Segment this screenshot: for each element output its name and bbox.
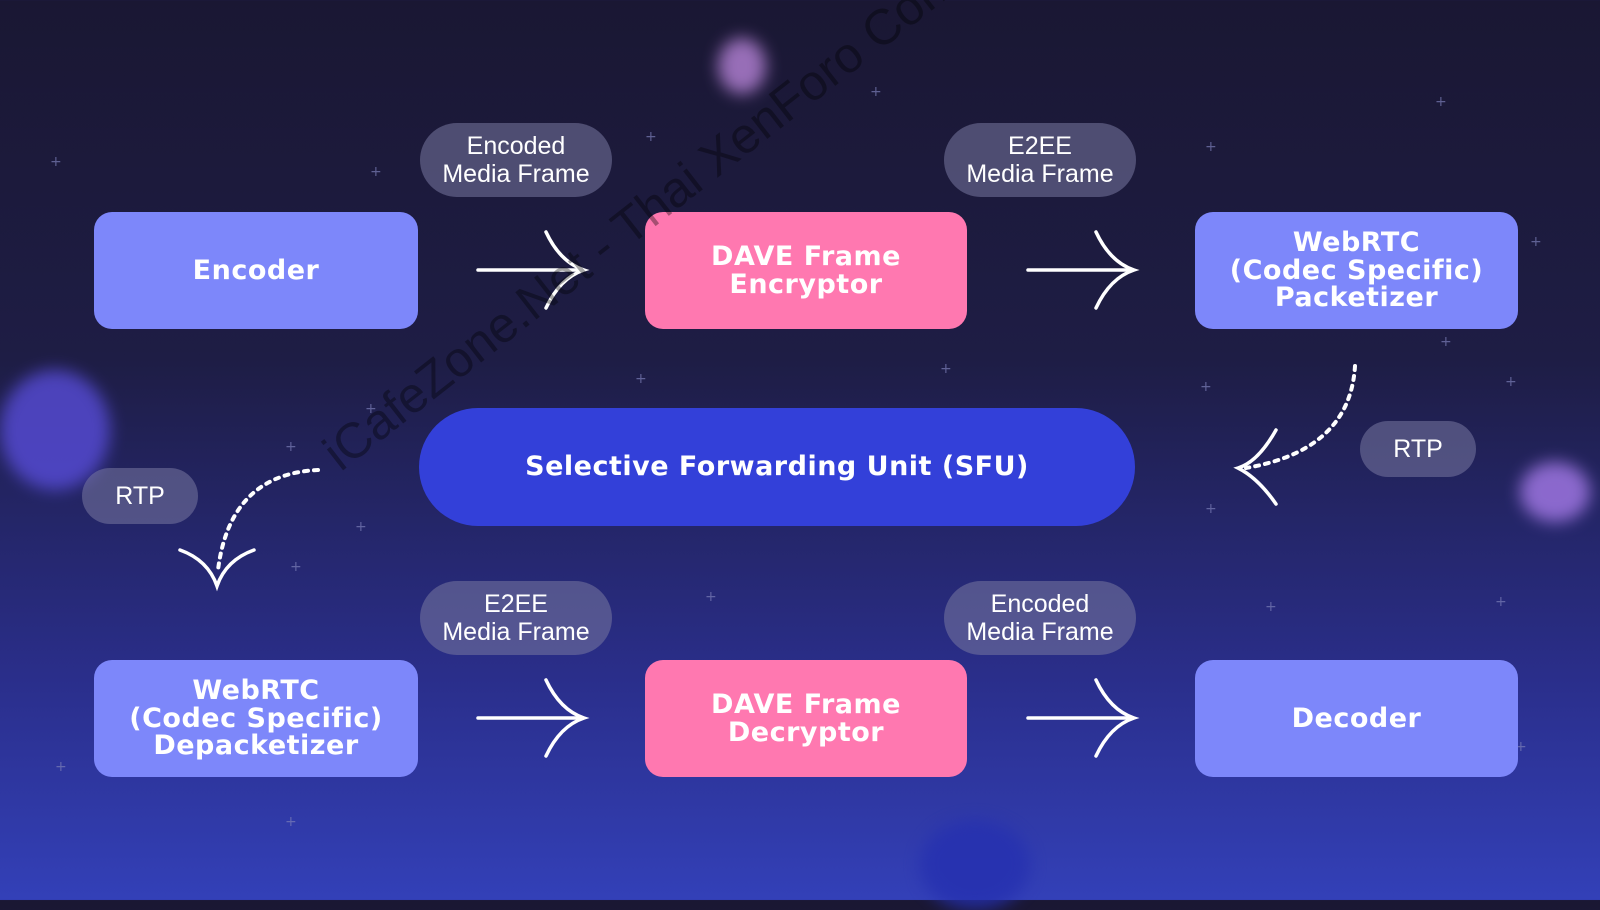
glow-orb-bottom <box>920 820 1030 910</box>
star-icon: + <box>1530 234 1542 250</box>
star-icon: + <box>1505 374 1517 390</box>
star-icon: + <box>55 759 67 775</box>
sfu-box: Selective Forwarding Unit (SFU) <box>419 408 1135 526</box>
dave-frame-decryptor-box: DAVE Frame Decryptor <box>645 660 967 777</box>
star-icon: + <box>1495 594 1507 610</box>
glow-orb-right <box>1520 462 1590 522</box>
star-icon: + <box>50 154 62 170</box>
label-e2ee-media-frame-top: E2EE Media Frame <box>944 123 1136 197</box>
star-icon: + <box>370 164 382 180</box>
star-icon: + <box>365 401 377 417</box>
decoder-box: Decoder <box>1195 660 1518 777</box>
webrtc-packetizer-box: WebRTC (Codec Specific) Packetizer <box>1195 212 1518 329</box>
star-icon: + <box>1265 599 1277 615</box>
star-icon: + <box>635 371 647 387</box>
arrow-sfu-to-depacketizer <box>178 468 320 592</box>
star-icon: + <box>290 559 302 575</box>
star-icon: + <box>355 519 367 535</box>
star-icon: + <box>1205 139 1217 155</box>
encoder-box: Encoder <box>94 212 418 329</box>
dave-frame-encryptor-box: DAVE Frame Encryptor <box>645 212 967 329</box>
star-icon: + <box>1435 94 1447 110</box>
label-e2ee-media-frame-bottom: E2EE Media Frame <box>420 581 612 655</box>
arrow-encryptor-to-packetizer <box>1026 230 1140 310</box>
webrtc-depacketizer-box: WebRTC (Codec Specific) Depacketizer <box>94 660 418 777</box>
glow-orb-top <box>718 38 766 94</box>
star-icon: + <box>870 84 882 100</box>
arrow-packetizer-to-sfu <box>1233 364 1357 506</box>
arrow-depacketizer-to-decryptor <box>476 678 590 758</box>
glow-star-left <box>0 370 110 490</box>
star-icon: + <box>285 439 297 455</box>
star-icon: + <box>1440 334 1452 350</box>
star-icon: + <box>705 589 717 605</box>
label-rtp-left: RTP <box>82 468 198 524</box>
star-icon: + <box>1515 739 1527 755</box>
arrow-encoder-to-encryptor <box>476 230 590 310</box>
star-icon: + <box>940 361 952 377</box>
star-icon: + <box>285 814 297 830</box>
arrow-decryptor-to-decoder <box>1026 678 1140 758</box>
star-icon: + <box>1205 501 1217 517</box>
label-encoded-media-frame-bottom: Encoded Media Frame <box>944 581 1136 655</box>
star-icon: + <box>1200 379 1212 395</box>
star-icon: + <box>645 129 657 145</box>
label-rtp-right: RTP <box>1360 421 1476 477</box>
label-encoded-media-frame-top: Encoded Media Frame <box>420 123 612 197</box>
